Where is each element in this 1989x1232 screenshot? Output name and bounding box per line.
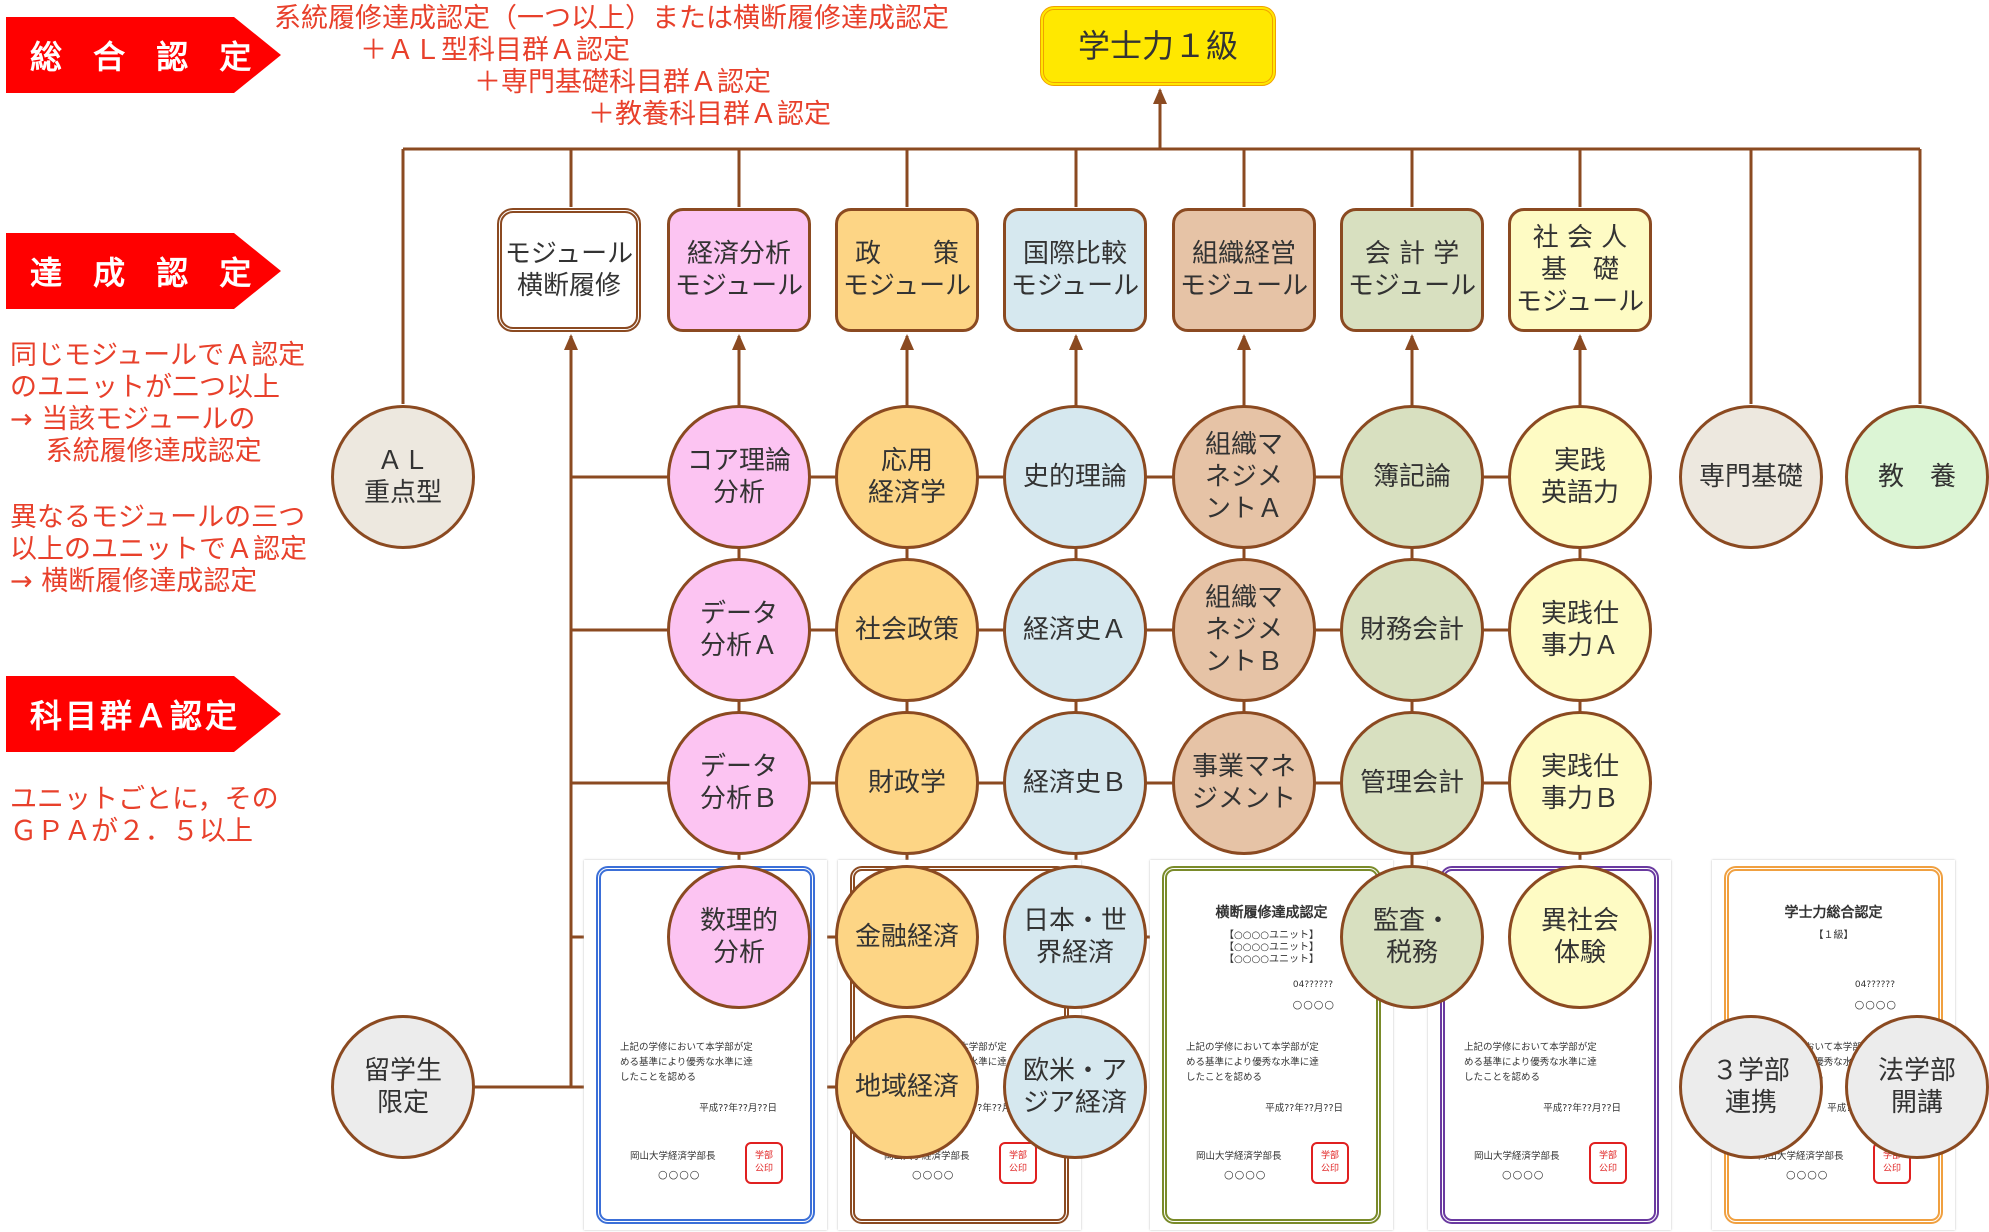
module-kaikeigaku: 会 計 学 モジュール <box>1340 208 1484 332</box>
unit-ishakai-taiken: 異社会 体験 <box>1508 865 1652 1009</box>
certificate-date: 平成??年??月??日 <box>1265 1103 1343 1114</box>
unit-zaimu-kaikei: 財務会計 <box>1340 558 1484 702</box>
banner-tassei-nintei: 達 成 認 定 <box>6 233 281 309</box>
node-ryugakusei: 留学生 限定 <box>331 1015 475 1159</box>
certificate-seal: 学部 公印 <box>1589 1142 1627 1184</box>
unit-kansa-zeimu: 監査・ 税務 <box>1340 865 1484 1009</box>
certificate-body: 上記の学修において本学部が定 める基準により優秀な水準に達 したことを認める <box>620 1042 753 1083</box>
unit-shiteki-riron: 史的理論 <box>1003 405 1147 549</box>
certificate-date: 平成??年??月??日 <box>699 1103 777 1114</box>
sogo-line-3: ＋専門基礎科目群Ａ認定 <box>474 67 771 98</box>
certificate-body: 上記の学修において本学部が定 める基準により優秀な水準に達 したことを認める <box>1186 1042 1319 1083</box>
certificate-title: 横断履修達成認定 <box>1215 905 1328 921</box>
certificate-subtitle: 【１級】 <box>1813 930 1854 941</box>
unit-bokiron: 簿記論 <box>1340 405 1484 549</box>
gakushiryoku-1kyu: 学士力１級 <box>1040 6 1276 86</box>
node-3gakubu-renkei: ３学部 連携 <box>1679 1015 1823 1159</box>
banner-kamokugun-nintei: 科目群Ａ認定 <box>6 676 281 752</box>
certificate-frame <box>1440 866 1659 1224</box>
certificate-dean: 岡山大学経済学部長 <box>630 1151 716 1162</box>
certificate-name: ○○○○ <box>1502 1168 1545 1181</box>
certificate-dean: 岡山大学経済学部長 <box>1474 1151 1560 1162</box>
tassei-rule-2: 異なるモジュールの三つ 以上のユニットでＡ認定 → 横断履修達成認定 <box>10 502 307 597</box>
banner-sogo-nintei: 総 合 認 定 <box>6 17 281 93</box>
certificate-frame <box>1162 866 1381 1224</box>
module-soshiki-keiei: 組織経営 モジュール <box>1172 208 1316 332</box>
certificate-seal: 学部 公印 <box>745 1142 783 1184</box>
module-odan-rishu: モジュール 横断履修 <box>497 208 641 332</box>
unit-jigyo-management: 事業マネ ジメント <box>1172 711 1316 855</box>
node-al-juten: ＡＬ 重点型 <box>331 405 475 549</box>
sogo-line-4: ＋教養科目群Ａ認定 <box>588 99 831 130</box>
sogo-line-2: ＋ＡＬ型科目群Ａ認定 <box>360 35 630 66</box>
certificate-number: 04?????? <box>1292 980 1333 990</box>
certificate-mark: ○○○○ <box>1854 998 1897 1011</box>
kamokugun-rule: ユニットごとに，その ＧＰＡが２．５以上 <box>10 784 279 847</box>
unit-jissen-shigotoryoku-a: 実践仕 事力Ａ <box>1508 558 1652 702</box>
unit-chiiki-keizai: 地域経済 <box>835 1015 979 1159</box>
certificate-subtitle: 【○○○○ユニット】 【○○○○ユニット】 【○○○○ユニット】 <box>1224 930 1319 965</box>
unit-data-bunseki-a: データ 分析Ａ <box>667 558 811 702</box>
certificate-body: 上記の学修において本学部が定 める基準により優秀な水準に達 したことを認める <box>1464 1042 1597 1083</box>
unit-jissen-shigotoryoku-b: 実践仕 事力Ｂ <box>1508 711 1652 855</box>
module-shakaijin-kiso: 社 会 人 基 礎 モジュール <box>1508 208 1652 332</box>
unit-keizaishi-b: 経済史Ｂ <box>1003 711 1147 855</box>
unit-soshiki-management-a: 組織マ ネジメ ントＡ <box>1172 405 1316 549</box>
certificate-name: ○○○○ <box>1786 1168 1829 1181</box>
sogo-line-1: 系統履修達成認定（一つ以上）または横断履修達成認定 <box>274 3 949 34</box>
module-kokusai-hikaku: 国際比較 モジュール <box>1003 208 1147 332</box>
certificate-dean: 岡山大学経済学部長 <box>1196 1151 1282 1162</box>
unit-nihon-sekai-keizai: 日本・世 界経済 <box>1003 865 1147 1009</box>
unit-kanri-kaikei: 管理会計 <box>1340 711 1484 855</box>
module-seisaku: 政 策 モジュール <box>835 208 979 332</box>
certificate-date: 平成??年??月??日 <box>1543 1103 1621 1114</box>
node-senmon-kiso: 専門基礎 <box>1679 405 1823 549</box>
unit-keizaishi-a: 経済史Ａ <box>1003 558 1147 702</box>
certificate-name: ○○○○ <box>912 1168 955 1181</box>
unit-kinyu-keizai: 金融経済 <box>835 865 979 1009</box>
certificate-dean: 岡山大学経済学部長 <box>884 1151 970 1162</box>
certificate-title: 学士力総合認定 <box>1784 905 1883 921</box>
certificate-dean: 岡山大学経済学部長 <box>1758 1151 1844 1162</box>
unit-shakai-seisaku: 社会政策 <box>835 558 979 702</box>
unit-data-bunseki-b: データ 分析Ｂ <box>667 711 811 855</box>
certificate-date: 平成??年??月??日 <box>953 1103 1031 1114</box>
unit-core-riron: コア理論 分析 <box>667 405 811 549</box>
unit-zaiseigaku: 財政学 <box>835 711 979 855</box>
certificate-seal: 学部 公印 <box>1311 1142 1349 1184</box>
node-kyoyo: 教 養 <box>1845 405 1989 549</box>
certificate-seal: 学部 公印 <box>999 1142 1037 1184</box>
unit-suriteki-bunseki: 数理的 分析 <box>667 865 811 1009</box>
module-keizai-bunseki: 経済分析 モジュール <box>667 208 811 332</box>
tassei-rule-1: 同じモジュールでＡ認定 のユニットが二つ以上 → 当該モジュールの 系統履修達成… <box>10 340 306 467</box>
certificate-number: 04?????? <box>1854 980 1895 990</box>
certificate-mark: ○○○○ <box>1292 998 1335 1011</box>
unit-jissen-eigoryoku: 実践 英語力 <box>1508 405 1652 549</box>
unit-soshiki-management-b: 組織マ ネジメ ントＢ <box>1172 558 1316 702</box>
unit-oyo-keizaigaku: 応用 経済学 <box>835 405 979 549</box>
certificate-name: ○○○○ <box>658 1168 701 1181</box>
node-hogakubu-kaiko: 法学部 開講 <box>1845 1015 1989 1159</box>
unit-beio-asia-keizai: 欧米・ア ジア経済 <box>1003 1015 1147 1159</box>
certificate-frame <box>596 866 815 1224</box>
certificate-name: ○○○○ <box>1224 1168 1267 1181</box>
